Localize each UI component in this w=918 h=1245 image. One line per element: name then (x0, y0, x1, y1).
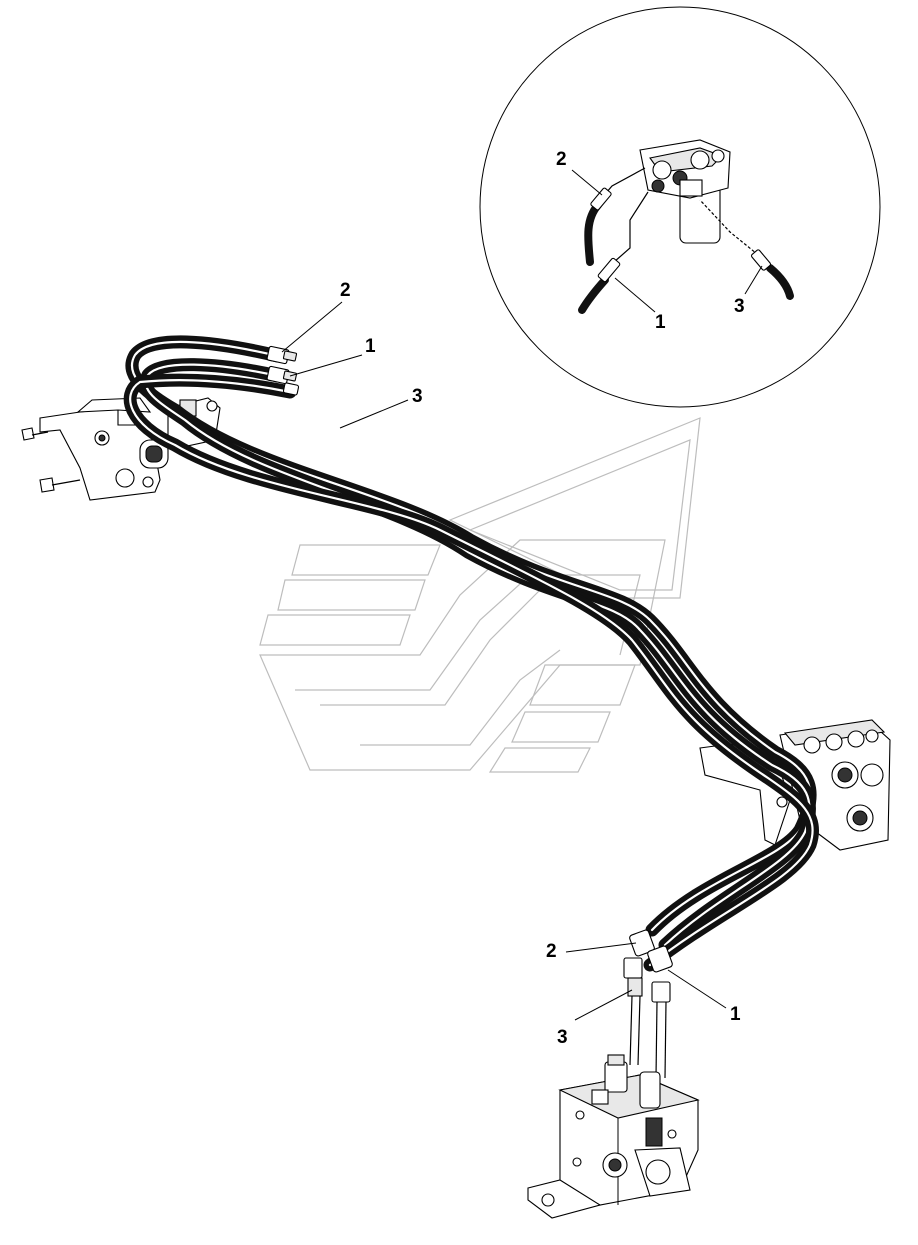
top-callouts: 2 1 3 (281, 280, 423, 429)
detail-callout-3: 3 (734, 296, 745, 317)
hose-2 (125, 335, 817, 937)
detail-hose-2 (584, 167, 646, 266)
bottom-hose-fittings (623, 929, 673, 1079)
left-mounting-bracket (21, 397, 221, 501)
bottom-callouts: 2 3 1 (546, 941, 741, 1048)
leader-bottom-2 (565, 942, 637, 953)
leader-top-1 (289, 354, 363, 377)
detail-leader-1 (614, 277, 656, 313)
leader-bottom-1 (667, 969, 727, 1009)
detail-inset: 2 1 3 (479, 6, 881, 408)
hose-1 (139, 358, 817, 952)
detail-valve-body (639, 139, 731, 244)
callout-bottom-2: 2 (546, 941, 557, 962)
bottom-valve-block (527, 1054, 700, 1219)
callout-top-3: 3 (412, 386, 423, 407)
detail-callout-2: 2 (556, 149, 567, 170)
leader-bottom-3 (574, 989, 633, 1021)
callout-bottom-3: 3 (557, 1027, 568, 1048)
detail-hose-3 (699, 199, 794, 300)
detail-hose-1 (578, 191, 649, 314)
leader-top-3 (339, 399, 409, 429)
leader-top-2 (281, 301, 343, 353)
callout-top-2: 2 (340, 280, 351, 301)
hose-3 (123, 373, 820, 972)
detail-leader-3 (744, 265, 763, 295)
callout-top-1: 1 (365, 336, 376, 357)
hose-bundle (123, 335, 820, 972)
detail-callout-1: 1 (655, 312, 666, 333)
detail-leader-2 (571, 169, 603, 196)
callout-bottom-1: 1 (730, 1004, 741, 1025)
watermark-logo (259, 417, 701, 773)
